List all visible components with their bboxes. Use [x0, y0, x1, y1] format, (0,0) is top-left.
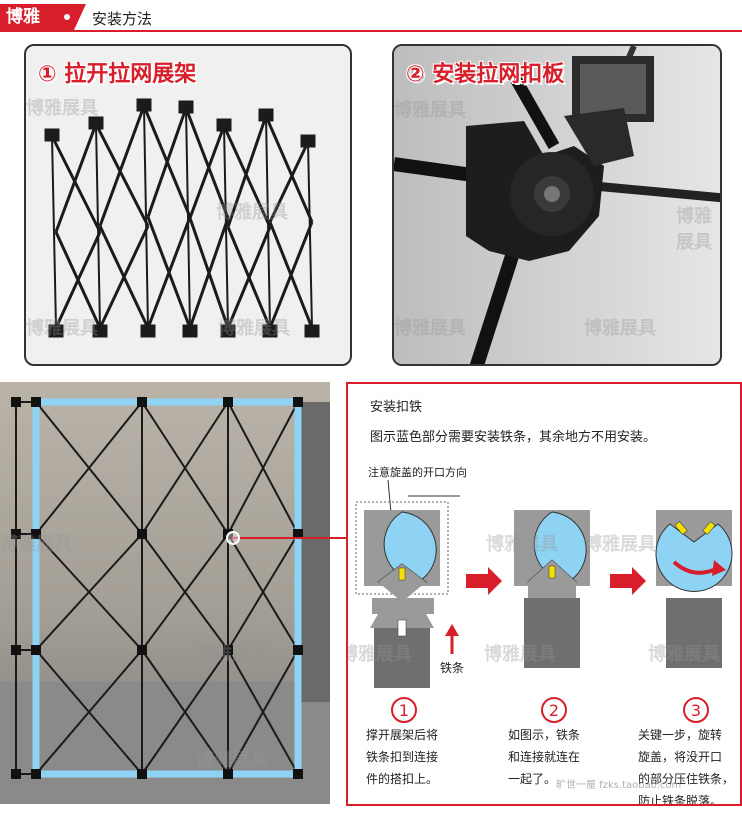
callout-dot [226, 531, 240, 545]
panel-open-frame: ① 拉开拉网展架 博雅展具 博雅展具 博雅展具 博雅展具 [24, 44, 352, 366]
instruction-description: 图示蓝色部分需要安装铁条，其余地方不用安装。 [370, 430, 657, 445]
watermark: 博雅展具 [216, 202, 288, 223]
header-title: 安装方法 [92, 10, 153, 28]
panel-open-frame-title: ① 拉开拉网展架 [38, 62, 197, 87]
clip-closeup-illustration [394, 46, 720, 364]
brand-dot [64, 14, 70, 20]
site-watermark: 旷世一屋 fzks.taobao.com [556, 780, 682, 791]
watermark: 博雅展具 [196, 750, 268, 771]
step-2-text: 如图示，铁条 和连接就连在 一起了。 [508, 728, 581, 786]
watermark: 博雅展具 [0, 534, 72, 555]
step-1-text: 撑开展架后将 铁条扣到连接 件的搭扣上。 [366, 728, 439, 786]
watermark: 博雅展具 [26, 98, 98, 119]
header-divider [0, 30, 742, 32]
clip-diagram: 1 2 3 [355, 479, 733, 723]
watermark: 博雅展具 [676, 206, 712, 253]
installed-frame-photo [0, 382, 330, 804]
folded-frame-illustration [44, 98, 320, 338]
callout-line [232, 537, 346, 539]
panel-install-clip-title: ② 安装拉网扣板 [406, 62, 565, 87]
instruction-title: 安装扣铁 [370, 400, 423, 415]
watermark: 博雅展具 [394, 318, 466, 339]
watermark: 博雅展具 [26, 318, 98, 339]
instruction-panel: 安装扣铁 图示蓝色部分需要安装铁条，其余地方不用安装。 注意旋盖的开口方向 [346, 382, 742, 806]
watermark: 博雅展具 [394, 100, 466, 121]
instruction-note: 注意旋盖的开口方向 [368, 466, 467, 479]
brand-slant [74, 4, 86, 30]
watermark: 博雅展具 [346, 644, 412, 665]
step-3-text: 关键一步，旋转 旋盖，将没开口 的部分压住铁条， 防止铁条脱落。 [638, 728, 735, 806]
installed-frame-illustration [0, 382, 330, 804]
watermark: 博雅展具 [584, 534, 656, 555]
svg-text:2: 2 [549, 701, 559, 720]
panel-install-clip: ② 安装拉网扣板 博雅展具 博雅展具 博雅展具 博雅展具 [392, 44, 722, 366]
iron-bar-label: 铁条 [440, 661, 465, 675]
watermark: 博雅展具 [484, 644, 556, 665]
svg-text:3: 3 [691, 701, 701, 720]
watermark: 博雅展具 [486, 534, 558, 555]
svg-text:1: 1 [399, 701, 409, 720]
watermark: 博雅展具 [218, 318, 290, 339]
watermark: 博雅展具 [196, 644, 268, 665]
watermark: 博雅展具 [648, 644, 720, 665]
page-header: 博雅 安装方法 [0, 0, 742, 34]
watermark: 博雅展具 [584, 318, 656, 339]
brand-tab: 博雅 [0, 4, 74, 30]
